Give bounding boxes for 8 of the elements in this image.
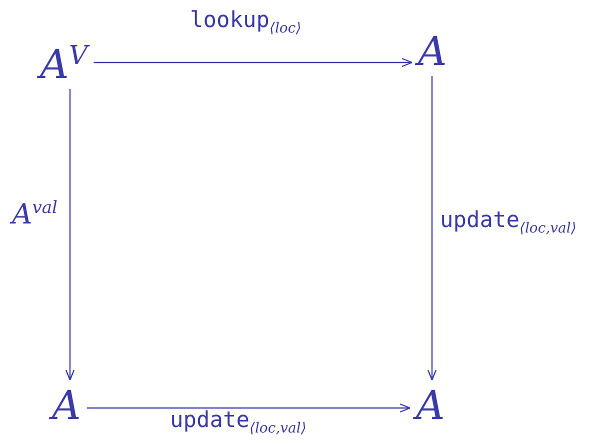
edge-label: update$_{⟨loc,val⟩}$ (440, 208, 576, 238)
edge-label: lookup$_{⟨loc⟩}$ (190, 8, 302, 38)
arrow (94, 58, 413, 68)
arrow (86, 403, 411, 413)
edge-label: A$^{val}$ (12, 195, 58, 228)
arrow (427, 76, 437, 381)
arrow (65, 89, 75, 381)
edge-label: update$_{⟨loc,val⟩}$ (170, 408, 306, 438)
